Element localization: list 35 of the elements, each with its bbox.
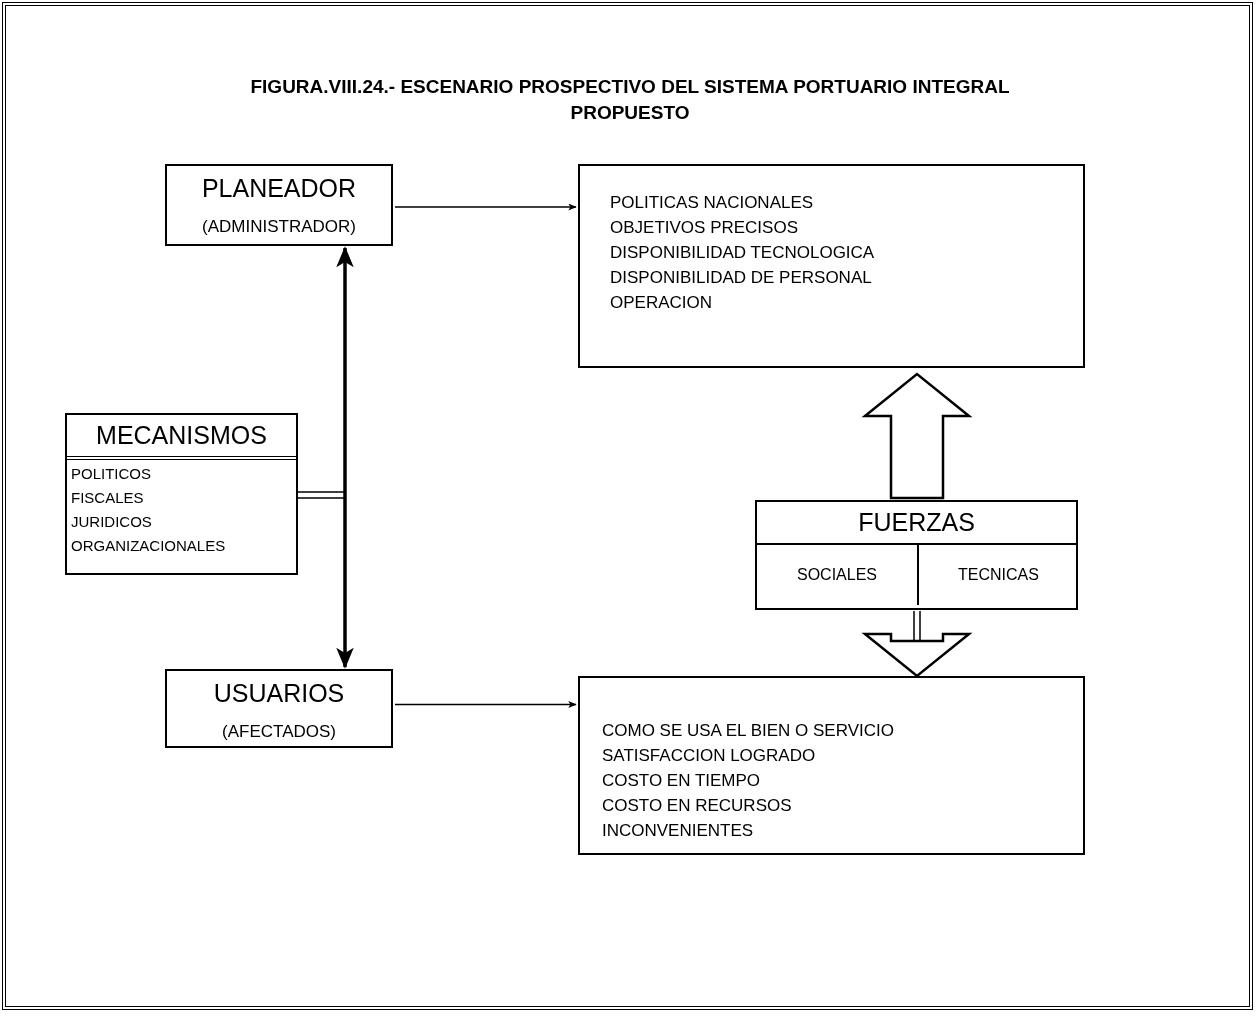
node-subtitle: (ADMINISTRADOR) (202, 216, 356, 238)
table-item: ORGANIZACIONALES (71, 536, 227, 556)
node-subtitle: (AFECTADOS) (222, 721, 336, 743)
connector-line (297, 491, 346, 499)
list-box (578, 164, 1085, 368)
list-item: INCONVENIENTES (602, 820, 755, 842)
cell-text: TECNICAS (958, 565, 1039, 585)
block-arrow (861, 632, 973, 678)
list-item: COSTO EN TIEMPO (602, 770, 762, 792)
list-item: POLITICAS NACIONALES (610, 192, 815, 214)
block-arrow (861, 372, 973, 500)
mechanism-table (65, 413, 298, 575)
arrow (394, 701, 577, 708)
list-item: DISPONIBILIDAD DE PERSONAL (610, 267, 873, 289)
table-header: MECANISMOS (96, 419, 267, 451)
list-item: OPERACION (610, 292, 714, 314)
table-item: FISCALES (71, 488, 145, 508)
list-item: COMO SE USA EL BIEN O SERVICIO (602, 720, 895, 742)
list-item: SATISFACCION LOGRADO (602, 745, 817, 767)
list-item: OBJETIVOS PRECISOS (610, 217, 799, 239)
list-item: DISPONIBILIDAD TECNOLOGICA (610, 242, 876, 264)
actor-box (165, 164, 393, 246)
table-item: POLITICOS (71, 464, 153, 484)
actor-box (165, 669, 393, 748)
cell-text: SOCIALES (797, 565, 877, 585)
list-item: COSTO EN RECURSOS (602, 795, 793, 817)
node-title: USUARIOS (213, 678, 345, 709)
diagram-title: FIGURA.VIII.24.- ESCENARIO PROSPECTIVO DEL SISTEMA PORTUARIO INTEGRAL PROPUESTO (249, 75, 1011, 125)
forces-table (755, 500, 1078, 610)
list-box (578, 676, 1085, 855)
double-arrow (336, 246, 354, 669)
node-title: PLANEADOR (201, 173, 357, 204)
arrow (394, 203, 577, 211)
table-item: JURIDICOS (71, 512, 153, 532)
table-header: FUERZAS (858, 506, 975, 538)
